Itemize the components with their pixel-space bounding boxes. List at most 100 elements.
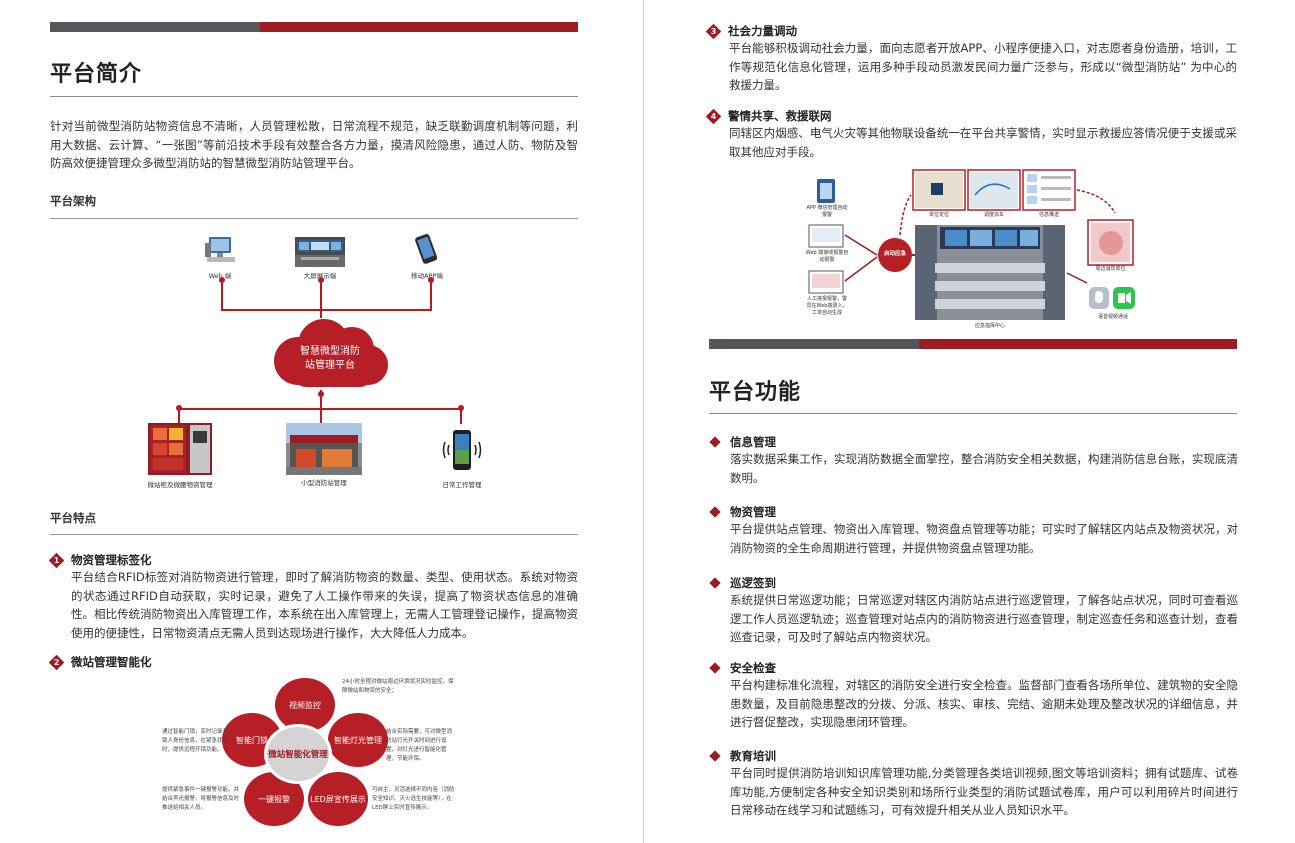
feature-3-text: 平台能够积极调动社会力量，面向志愿者开放APP、小程序便捷入口，对志愿者身份造册… <box>729 41 1237 92</box>
mobile-phone-icon <box>412 233 440 267</box>
diamond-bullet-icon <box>709 750 721 762</box>
cloud-label: 智慧微型消防 站管理平台 <box>270 345 390 373</box>
diamond-bullet-icon <box>709 436 721 448</box>
bar-gray <box>50 22 260 32</box>
web-computer-icon <box>205 235 239 265</box>
connector-dot <box>458 405 464 411</box>
cloud-line-2: 站管理平台 <box>305 360 355 371</box>
arch-heading: 平台架构 <box>50 194 96 208</box>
title-rule <box>50 96 578 97</box>
feature-2-title: 2 微站管理智能化 <box>50 654 152 670</box>
top-caption-locate: 单位定位 <box>928 212 949 218</box>
platform-cloud: 智慧微型消防 站管理平台 <box>270 315 390 390</box>
cabinet-image <box>148 423 212 475</box>
function-title: 物资管理 <box>709 504 776 520</box>
functions-rule <box>709 413 1237 414</box>
diagram-graphics <box>808 169 1135 320</box>
feature-number: 2 <box>53 657 60 667</box>
bar-red <box>260 22 578 32</box>
function-text: 平台构建标准化流程，对辖区的消防安全进行安全检查。监督部门查看各场所单位、建筑物… <box>730 678 1238 729</box>
left-caption-app: APP 微信管理自动报警 <box>806 205 848 218</box>
connector-dot <box>318 391 324 397</box>
architecture-diagram: Web 端 大屏展示端 移动APP端 智慧微型消防 站管理平 <box>110 230 540 490</box>
feature-1-title: 1 物资管理标签化 <box>50 552 152 568</box>
connector-dot <box>428 277 434 283</box>
number-diamond-icon: 3 <box>707 25 720 38</box>
function-title-text: 教育培训 <box>730 749 776 763</box>
web-label: Web 端 <box>208 272 232 280</box>
emergency-start-button: 启动应急 <box>883 251 906 257</box>
right-caption-units: 周边消防单位 <box>1095 266 1126 272</box>
cabinet-label: 微站柜及微腰物资管理 <box>147 481 213 489</box>
feature-1-text: 平台结合RFID标签对消防物资进行管理，即时了解消防物资的数量、类型、使用状态。… <box>71 570 578 640</box>
bar-red <box>919 339 1237 349</box>
petal-led-screen: LED屏宣传展示 <box>308 772 368 826</box>
station-label: 小型消防站管理 <box>301 479 347 487</box>
petal-smart-light: 智能灯光管理 <box>328 713 388 767</box>
top-caption-dispatch: 调度派车 <box>983 212 1004 218</box>
function-text: 平台提供站点管理、物资出入库管理、物资盘点管理等功能；可实时了解辖区内站点及物资… <box>730 522 1238 555</box>
feature-4-text: 同辖区内烟感、电气火灾等其他物联设备统一在平台共享警情，实时显示救援应答情况便于… <box>729 126 1237 159</box>
number-diamond-icon: 2 <box>50 656 63 669</box>
feature-title-text: 警情共享、救援联网 <box>728 109 832 123</box>
station-image <box>286 423 362 475</box>
mobile-app-label: 移动APP端 <box>411 272 443 280</box>
note-video: 24小时全程对微站周边环境状况实时监控，保障微站和物资的安全； <box>342 679 454 694</box>
function-text: 落实数据采集工作，实现消防数据全面掌控，整合消防安全相关数据，构建消防信息台账，… <box>730 452 1238 485</box>
number-diamond-icon: 1 <box>50 554 63 567</box>
connector <box>221 280 223 310</box>
features-heading: 平台特点 <box>50 511 96 525</box>
diamond-bullet-icon <box>709 506 721 518</box>
smart-management-wheel: 视频监控 智能灯光管理 LED屏宣传展示 一键报警 智能门锁 微站智能化管理 2… <box>140 668 455 838</box>
cloud-line-1: 智慧微型消防 <box>300 346 360 357</box>
page-title: 平台简介 <box>50 62 143 87</box>
functions-title: 平台功能 <box>709 380 802 405</box>
diamond-bullet-icon <box>709 662 721 674</box>
daily-phone-icon <box>440 428 484 472</box>
diamond-bullet-icon <box>709 577 721 589</box>
function-title: 巡逻签到 <box>709 575 776 591</box>
wheel-center: 微站智能化管理 <box>264 724 332 784</box>
center-caption: 应急指挥中心 <box>974 323 1005 329</box>
feature-4-title: 4 警情共享、救援联网 <box>707 108 832 124</box>
note-lock: 通过智能门锁，实时记录开锁人身份信息，在紧急状况时，提供远程开锁功能。 <box>162 729 229 753</box>
big-screen-label: 大屏展示端 <box>303 272 337 280</box>
feature-title-text: 社会力量调动 <box>728 24 797 38</box>
function-title-text: 物资管理 <box>730 505 776 519</box>
connector <box>221 309 432 311</box>
function-text: 系统提供日常巡逻功能；日常巡逻对辖区内消防站点进行巡逻管理，了解各站点状况，同时… <box>730 593 1238 644</box>
big-screen-image <box>295 237 345 267</box>
connector <box>178 408 180 424</box>
daily-work-label: 日常工作管理 <box>442 481 482 489</box>
connector <box>320 280 322 318</box>
bar-gray <box>709 339 919 349</box>
left-caption-manual: 人工接报报警，警员在Web端录入，工单自动生成 <box>806 296 848 316</box>
feature-title-text: 微站管理智能化 <box>71 655 152 669</box>
function-title-text: 安全检查 <box>730 661 776 675</box>
feature-title-text: 物资管理标签化 <box>71 553 152 567</box>
connector-dot <box>219 277 225 283</box>
right-page: 3 社会力量调动 平台能够积极调动社会力量，面向志愿者开放APP、小程序便捷入口… <box>645 0 1295 843</box>
note-light: 结合实际需要，可对微型消防站灯光开关时间进行设置，对灯光进行智能化管理，节能环保… <box>386 729 453 762</box>
petal-video-monitor: 视频监控 <box>275 678 335 732</box>
feature-number: 3 <box>710 26 717 36</box>
connector <box>320 390 322 410</box>
note-led: 可自主、灵活选择不同内容（消防安全知识、灭火逃生技能等），在LED屏上实时宣传展… <box>372 787 455 811</box>
left-caption-web: Web 端接收报警自动报警 <box>805 250 849 263</box>
top-color-bar <box>709 339 1237 349</box>
function-title: 信息管理 <box>709 434 776 450</box>
number-diamond-icon: 4 <box>707 110 720 123</box>
note-alarm: 提供紧急事件一键报警功能，并结合声光报警，将报警信息及时推送给相关人员。 <box>162 787 240 811</box>
top-caption-push: 信息推送 <box>1038 212 1059 218</box>
connector <box>320 408 322 424</box>
features-rule <box>50 534 578 535</box>
feature-number: 1 <box>53 555 60 565</box>
arch-rule <box>50 218 578 219</box>
top-color-bar <box>50 22 578 32</box>
function-text: 平台同时提供消防培训知识库管理功能,分类管理各类培训视频,图文等培训资料；拥有试… <box>730 766 1238 817</box>
connector <box>460 408 462 424</box>
emergency-dispatch-diagram: APP 微信管理自动报警 Web 端接收报警自动报警 人工接报报警，警员在Web… <box>805 165 1145 335</box>
connector <box>430 280 432 310</box>
feature-3-title: 3 社会力量调动 <box>707 23 797 39</box>
connector-dot <box>176 405 182 411</box>
